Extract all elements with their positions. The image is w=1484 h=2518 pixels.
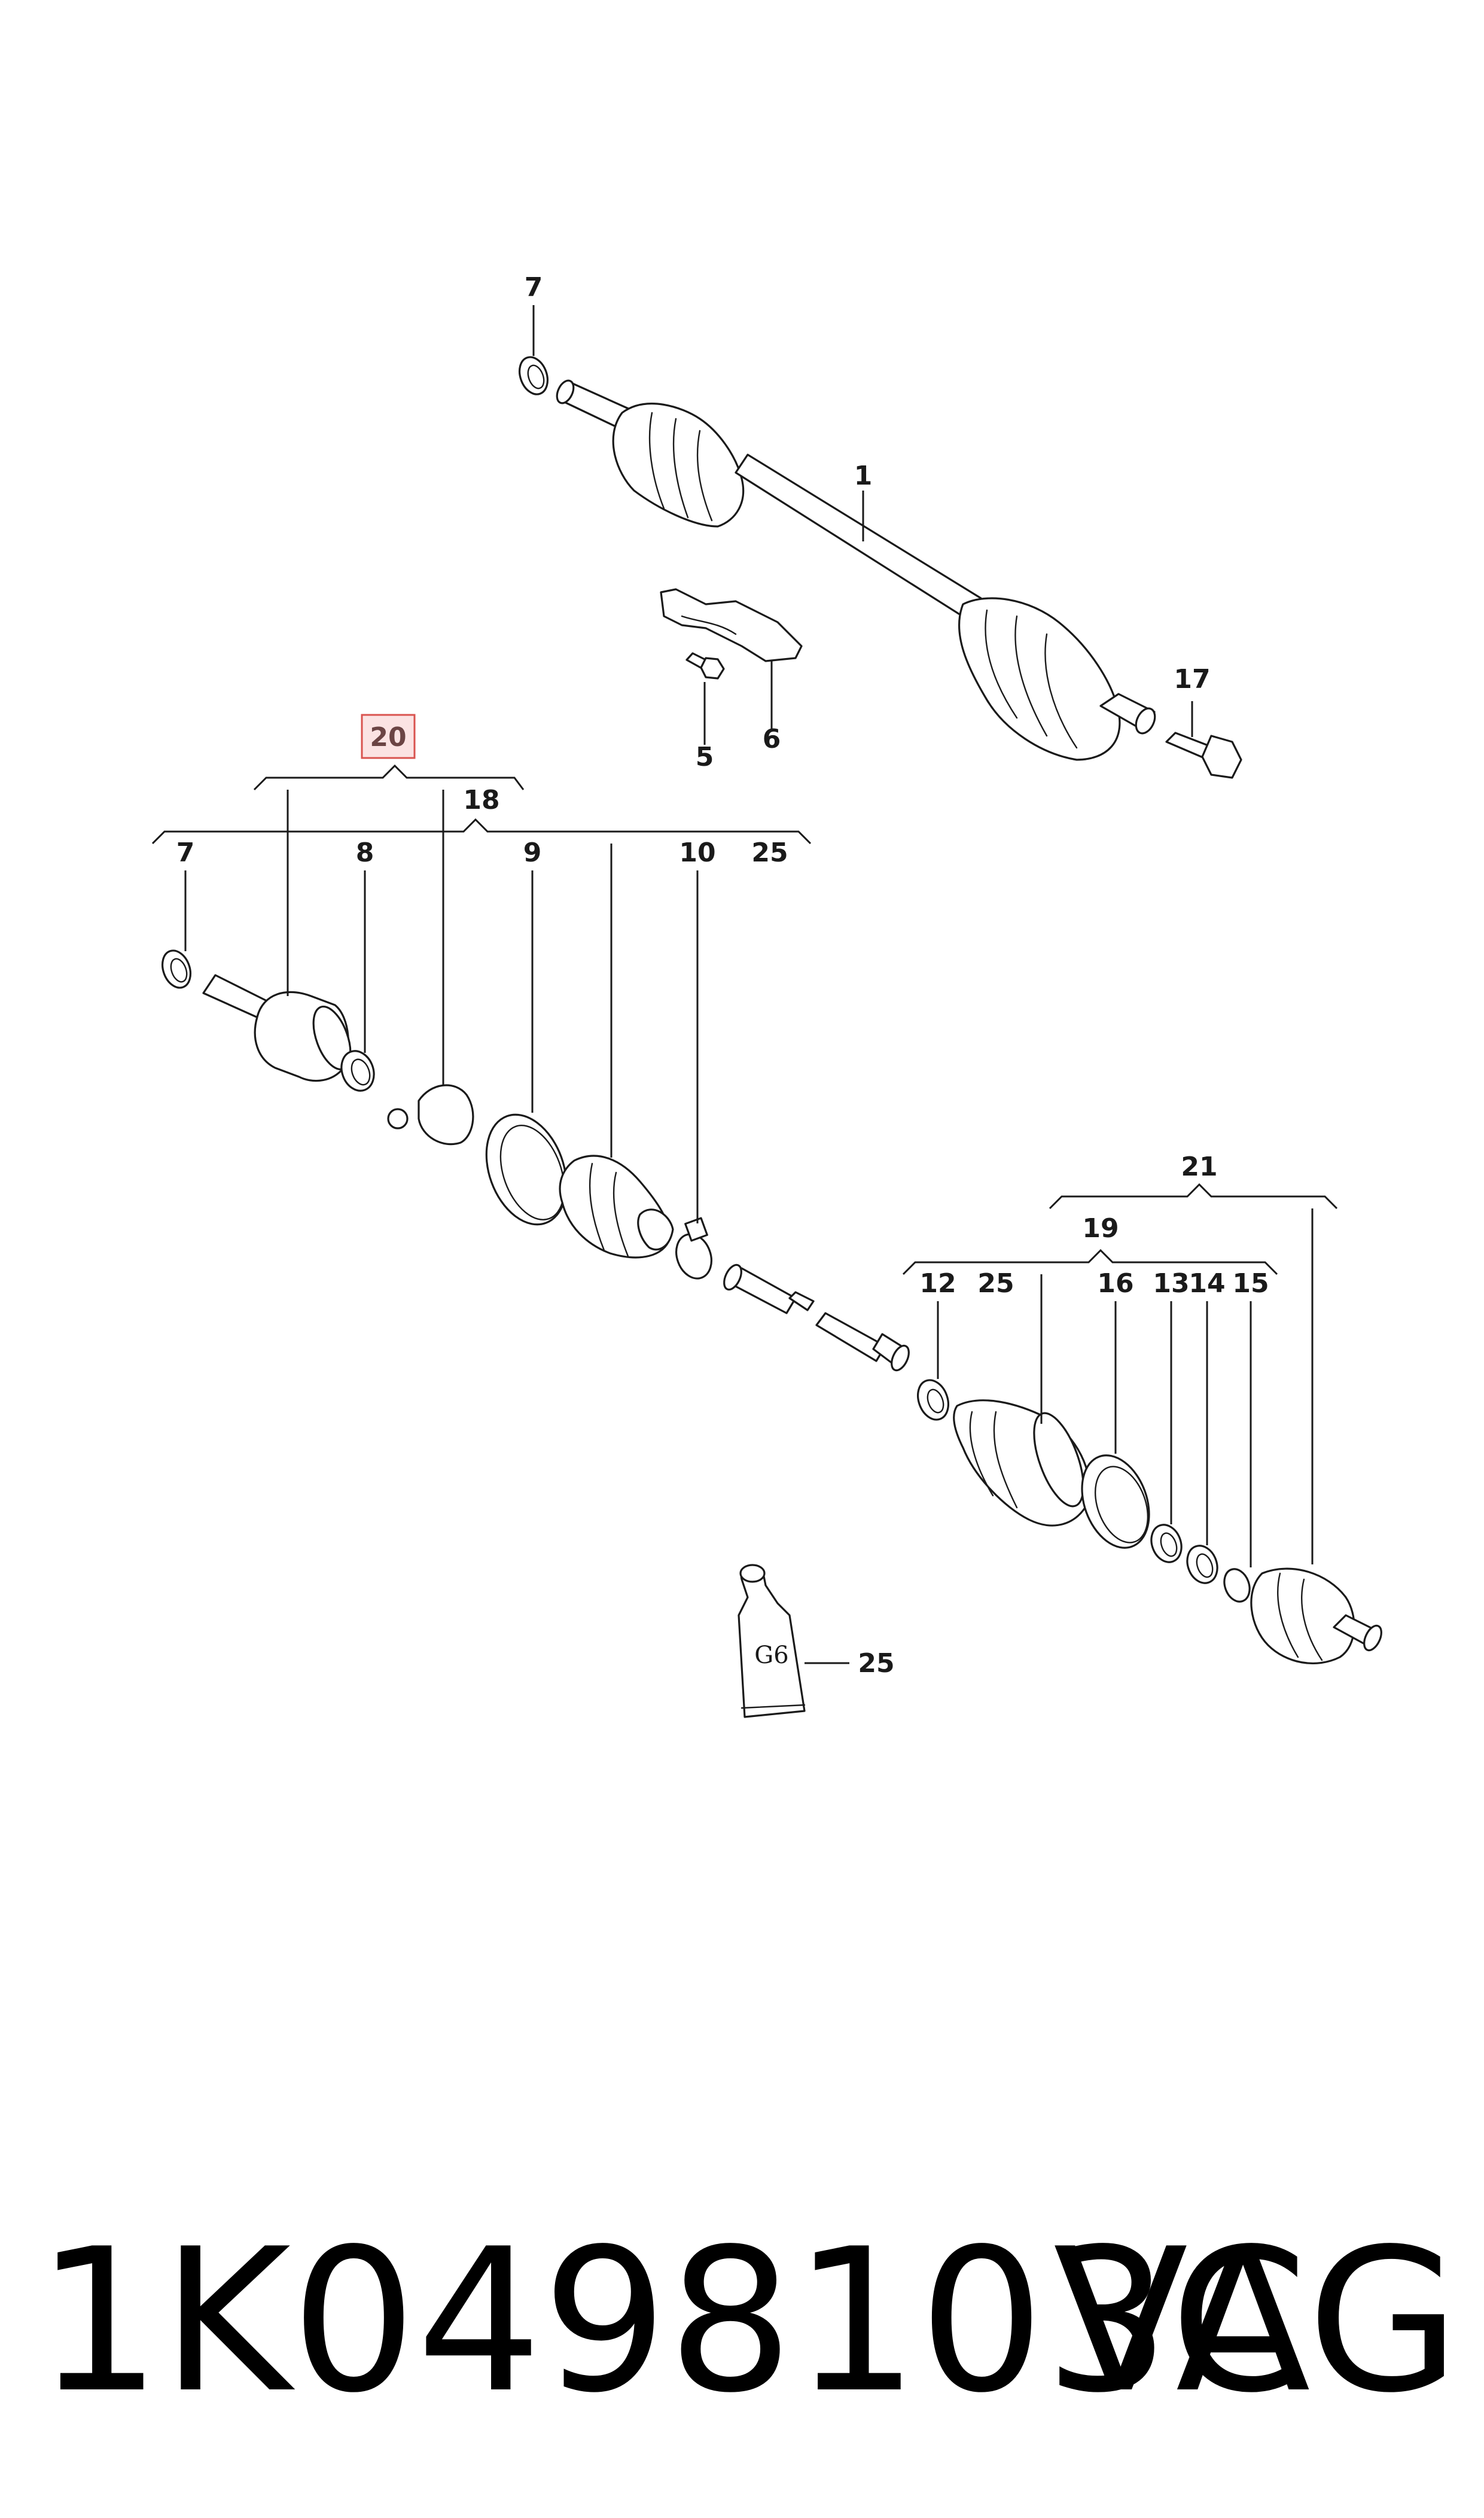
exploded-inner-joint [161,949,712,1280]
part-number-text: 1K0498103C [36,2206,1308,2436]
callout-13: 13 [1153,1268,1189,1299]
heat-shield-and-bolt [660,588,803,680]
exploded-shaft [723,1263,910,1372]
brand-text: VAG [1053,2206,1460,2436]
callout-5: 5 [696,742,714,772]
drive-shaft-assembly [519,356,1242,779]
callout-15: 15 [1232,1268,1269,1299]
grease-tube-label: G6 [754,1642,788,1669]
exploded-outer-joint [917,1379,1382,1664]
callout-7-top: 7 [525,272,543,303]
callout-25-tube: 25 [858,1648,894,1679]
callout-19: 19 [1082,1213,1119,1244]
leader-lines [184,305,1314,1664]
callout-6: 6 [763,724,781,754]
callout-1: 1 [854,461,873,491]
grease-tube: G6 [738,1564,806,1718]
group-brackets [151,764,1338,1275]
callout-18: 18 [463,785,499,815]
callout-21: 21 [1181,1152,1217,1182]
callout-12: 12 [919,1268,956,1299]
callout-25-mid: 25 [977,1268,1014,1299]
callout-9: 9 [523,838,542,868]
callout-14: 14 [1189,1268,1225,1299]
callout-17: 17 [1174,664,1210,695]
callout-16: 16 [1097,1268,1133,1299]
callout-8: 8 [356,838,374,868]
callout-7-left: 7 [176,838,195,868]
callout-25-top: 25 [751,838,788,868]
callout-labels: 7 1 17 5 6 20 18 7 8 9 10 25 21 19 12 25… [176,272,1269,1679]
callout-20: 20 [370,722,406,753]
callout-10: 10 [679,838,715,868]
callout-20-highlight [361,714,416,759]
